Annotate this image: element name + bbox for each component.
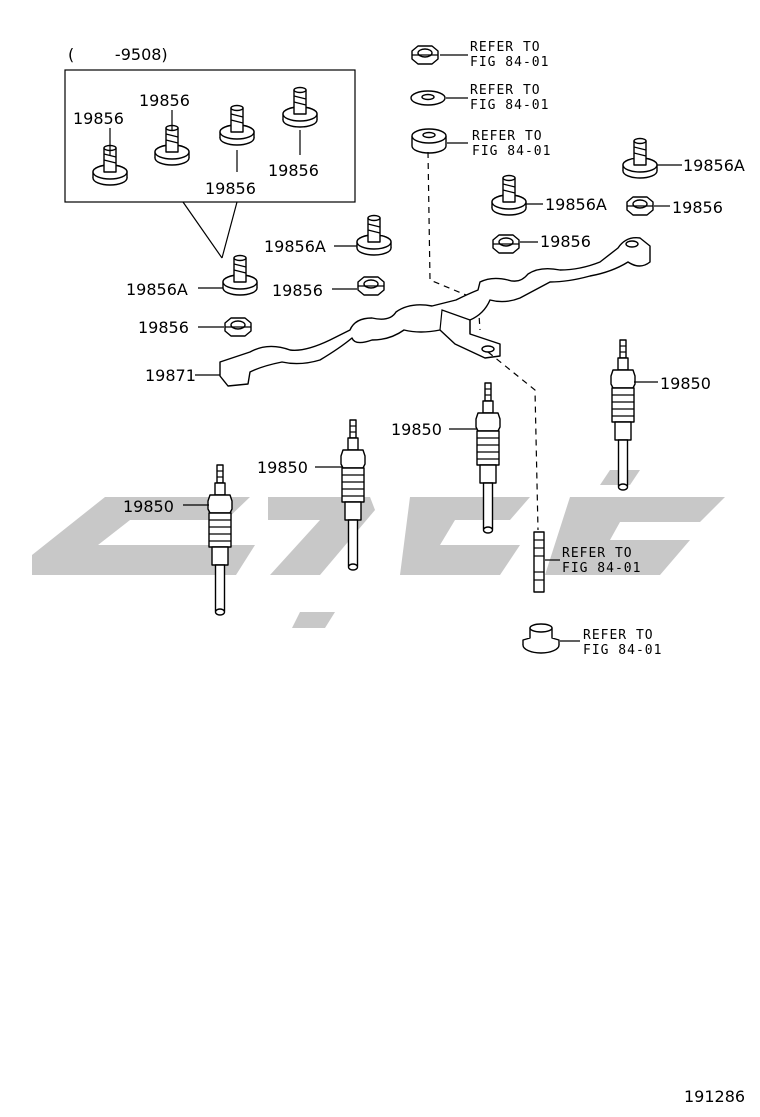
bracket	[219, 237, 651, 387]
glow-plug-1	[207, 464, 233, 616]
stud-right-b	[491, 174, 527, 216]
nut-left	[224, 317, 252, 337]
stud-mid	[356, 214, 392, 256]
refer-3-line-1: REFER TO	[472, 129, 543, 144]
nut-right-b	[492, 234, 520, 254]
refer-5-line-2: FIG 84-01	[583, 643, 662, 658]
label-inset-4: 19856	[268, 161, 319, 180]
label-stud-right-a: 19856A	[683, 156, 745, 175]
inset-stud-2	[154, 124, 190, 166]
label-nut-left: 19856	[138, 318, 189, 337]
stud-left	[222, 254, 258, 296]
label-stud-mid: 19856A	[264, 237, 326, 256]
inset-stud-4	[282, 86, 318, 128]
glow-plug-2	[340, 419, 366, 571]
label-inset-2: 19856	[139, 91, 190, 110]
refer-flange-nut	[522, 623, 560, 654]
figure-number: 191286	[684, 1087, 745, 1106]
label-plug-4: 19850	[660, 374, 711, 393]
refer-spacer	[411, 128, 447, 154]
label-plug-1: 19850	[123, 497, 174, 516]
stud-right-a	[622, 137, 658, 179]
label-plug-3: 19850	[391, 420, 442, 439]
label-inset-3: 19856	[205, 179, 256, 198]
label-bracket: 19871	[145, 366, 196, 385]
refer-3-line-2: FIG 84-01	[472, 144, 551, 159]
refer-nut-top	[411, 45, 439, 65]
nut-right-a	[626, 196, 654, 216]
refer-4-line-2: FIG 84-01	[562, 561, 641, 576]
inset-caption: ( -9508)	[68, 45, 168, 64]
refer-2-line-1: REFER TO	[470, 83, 541, 98]
refer-1-line-2: FIG 84-01	[470, 55, 549, 70]
label-stud-left: 19856A	[126, 280, 188, 299]
glow-plug-4	[610, 339, 636, 491]
label-nut-mid: 19856	[272, 281, 323, 300]
refer-4-line-1: REFER TO	[562, 546, 633, 561]
refer-1-line-1: REFER TO	[470, 40, 541, 55]
refer-5-line-1: REFER TO	[583, 628, 654, 643]
label-plug-2: 19850	[257, 458, 308, 477]
inset-stud-3	[219, 104, 255, 146]
inset-box: ( -9508)	[64, 45, 356, 259]
label-stud-right-b: 19856A	[545, 195, 607, 214]
refer-washer	[410, 90, 446, 106]
label-nut-right-a: 19856	[672, 198, 723, 217]
refer-stud-bolt	[533, 531, 545, 593]
label-inset-1: 19856	[73, 109, 124, 128]
label-nut-right-b: 19856	[540, 232, 591, 251]
nut-mid	[357, 276, 385, 296]
refer-2-line-2: FIG 84-01	[470, 98, 549, 113]
